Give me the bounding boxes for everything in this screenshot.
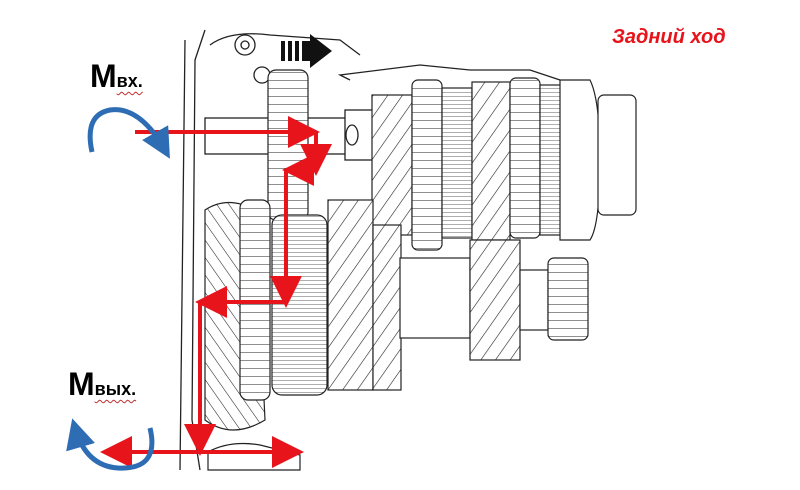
output-torque-symbol: М xyxy=(68,366,95,402)
striped-right-arrow-icon xyxy=(281,34,332,68)
output-shaft xyxy=(207,442,301,471)
input-torque-symbol: М xyxy=(90,58,117,94)
output-torque-label: Мвых. xyxy=(68,366,136,403)
torque-flow-path xyxy=(100,116,332,468)
input-torque-subscript: вх. xyxy=(116,71,143,91)
upper-gear-stack xyxy=(267,69,637,251)
diagram-title: Задний ход xyxy=(612,26,726,48)
curved-rotation-arrow-icon xyxy=(87,107,170,159)
input-torque-label: Мвх. xyxy=(90,58,143,95)
output-torque-subscript: вых. xyxy=(94,379,137,399)
curved-rotation-arrow-icon xyxy=(66,418,155,471)
